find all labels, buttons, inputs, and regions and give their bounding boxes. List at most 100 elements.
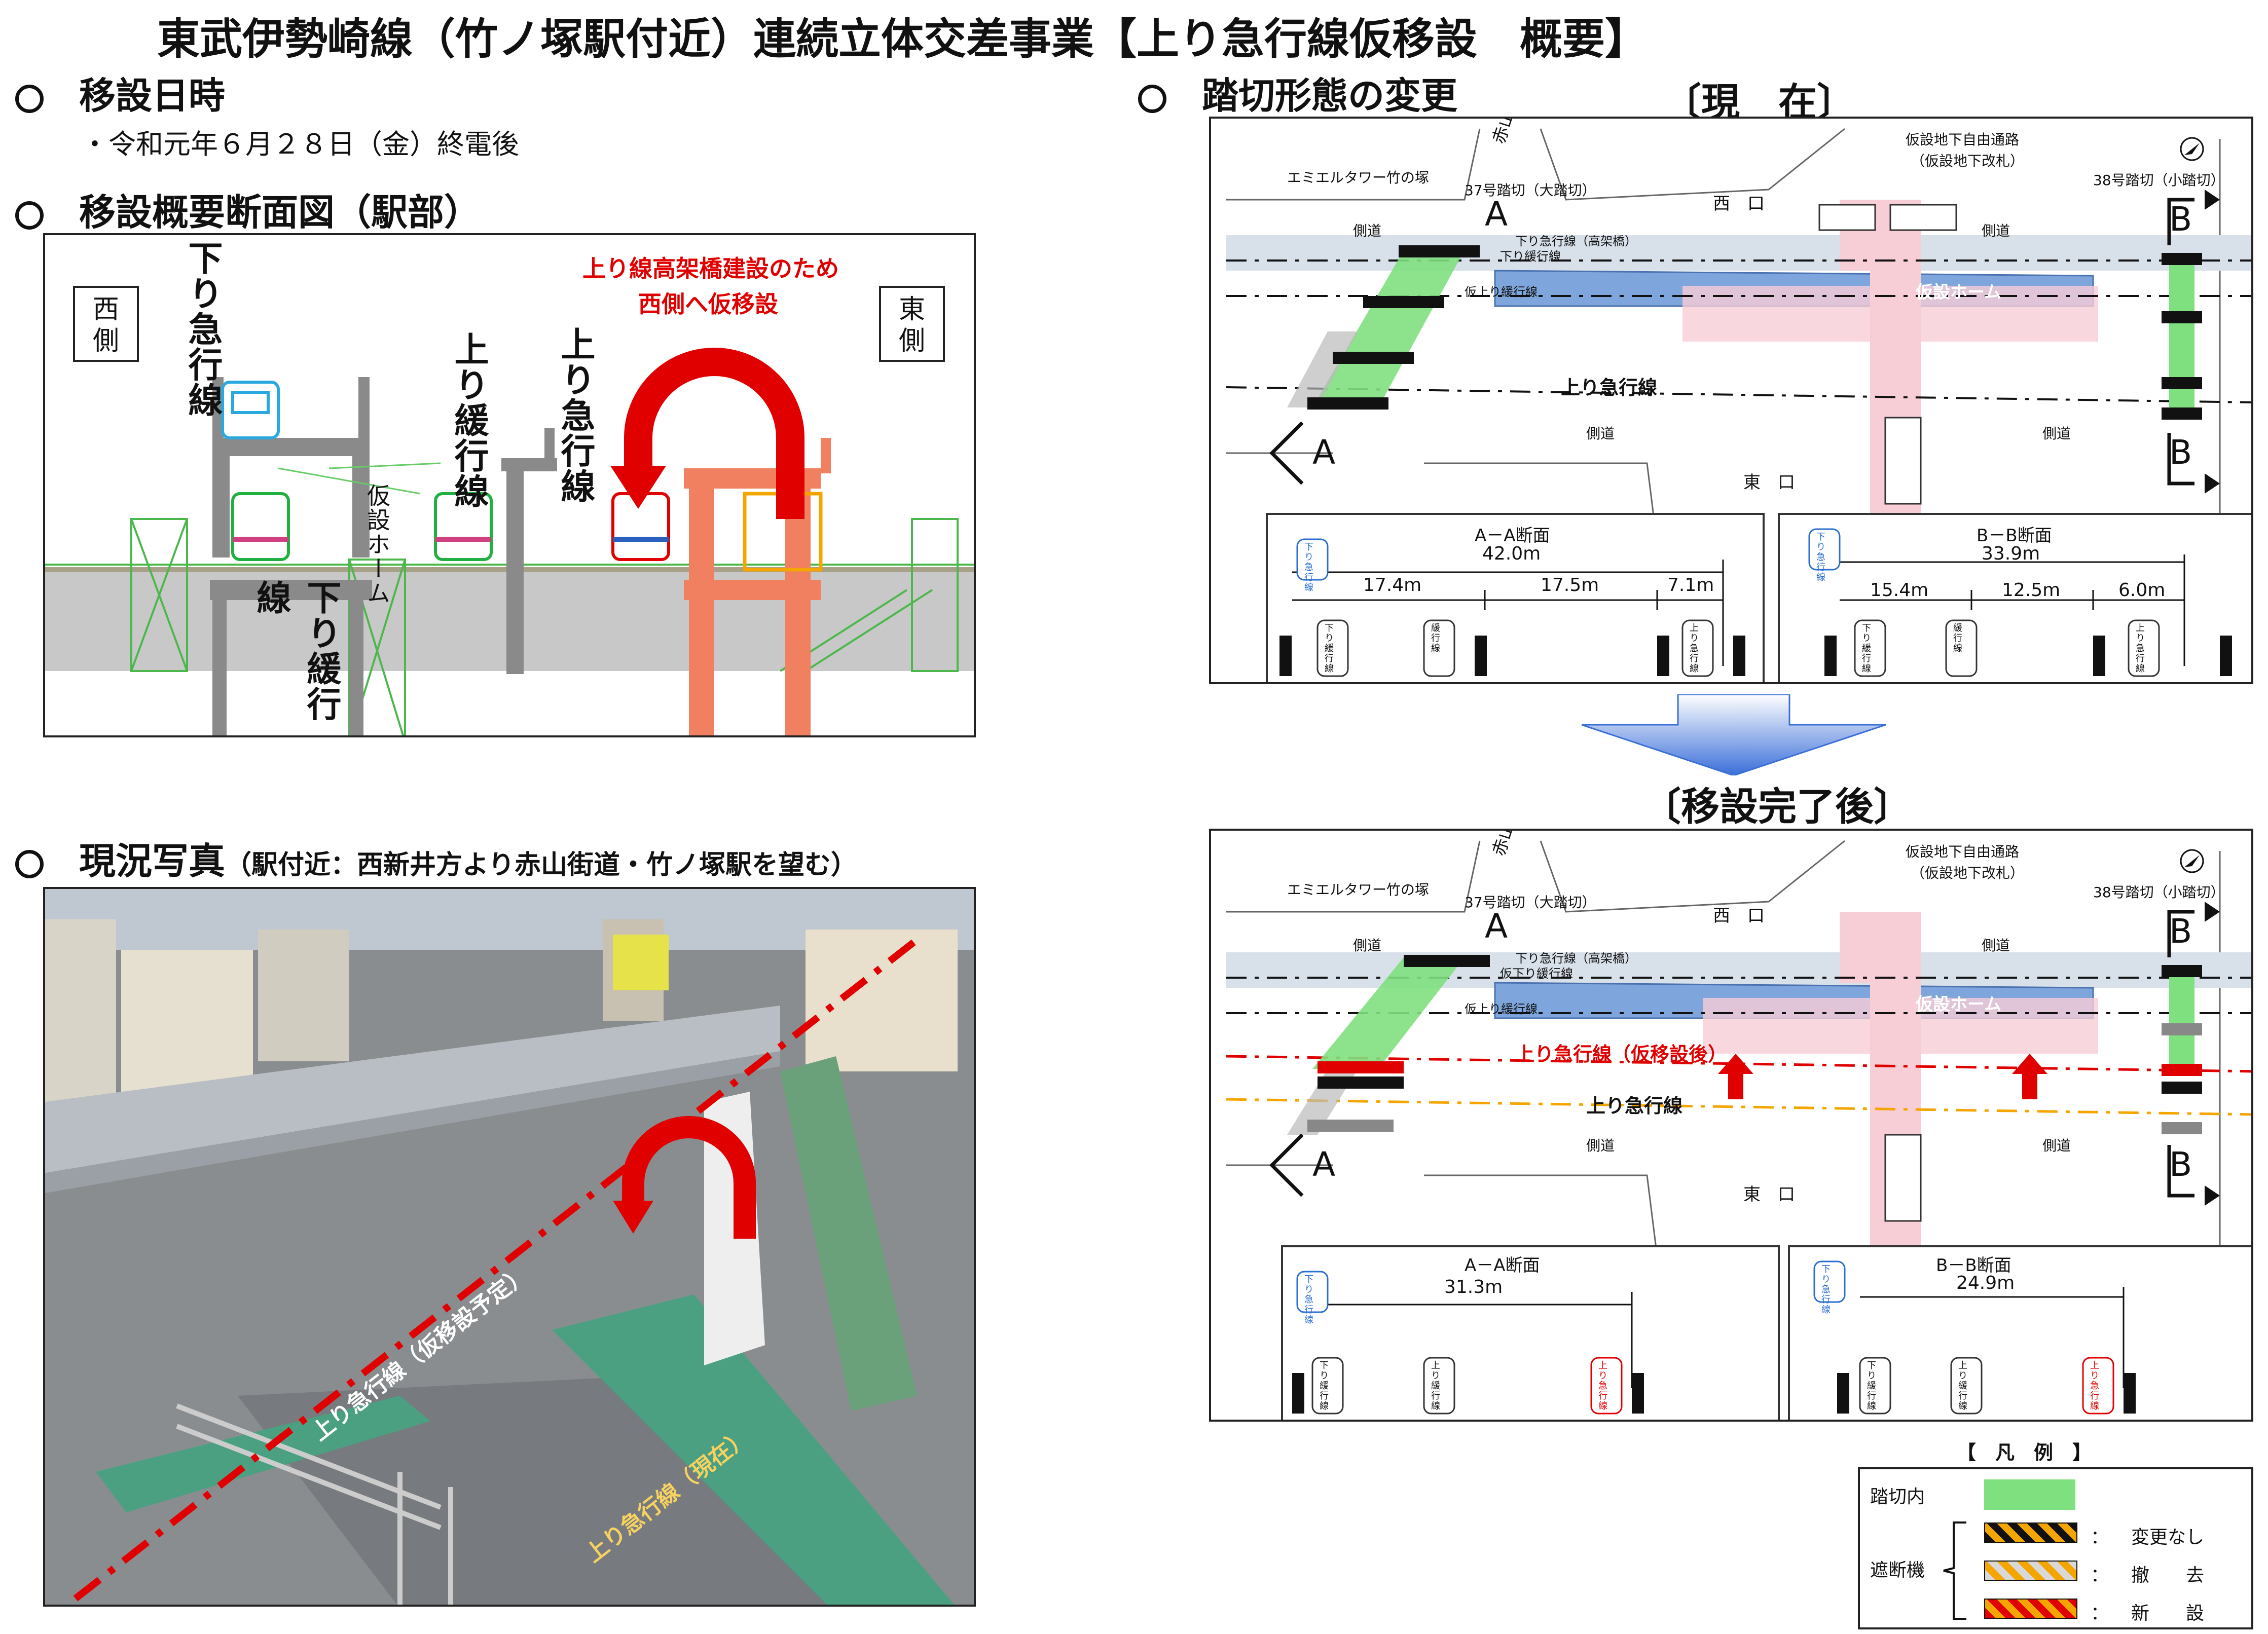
site-photo-svg xyxy=(45,889,974,1605)
crossing37-label: 37号踏切（大踏切） xyxy=(1465,894,1596,911)
bb-train-kudari-kyuko: 下り急行線 xyxy=(1815,532,1825,582)
sidewalk-label-1: 側道 xyxy=(1353,222,1382,239)
legend-title: 【 凡 例 】 xyxy=(1957,1441,2092,1464)
section-mark-a-bottom: A xyxy=(1312,1145,1336,1184)
cross-section-svg xyxy=(45,348,974,735)
east-exit-label: 東 口 xyxy=(1743,1184,1795,1205)
gate-label: （仮設地下改札） xyxy=(1911,153,2025,169)
transition-arrow-icon xyxy=(1582,694,1886,775)
section-photo-title: 現況写真 xyxy=(79,839,226,882)
sidewalk-label-1: 側道 xyxy=(1353,937,1382,954)
legend-nochange-swatch xyxy=(1984,1522,2077,1543)
bb-section-title: B－B断面 xyxy=(1936,1255,2011,1276)
legend-colon-2: ： xyxy=(2091,1565,2109,1586)
plan-now-svg xyxy=(1226,128,2251,682)
legend-bracket-icon xyxy=(1943,1521,1966,1620)
kudari-kanko-label: 下り緩行線 xyxy=(1500,249,1561,264)
aa-train-nobori-kanko: 上り緩行線 xyxy=(1430,1360,1440,1411)
aa-total-dim: 42.0m xyxy=(1482,543,1541,564)
nobori-kyuko-label: 上り急行線 xyxy=(1586,1095,1683,1117)
legend-new-label: 新 設 xyxy=(2131,1603,2205,1624)
aa-train-nobori-kyuko: 上り急行線 xyxy=(1688,623,1699,674)
bb-train-kudari-kanko: 下り緩行線 xyxy=(1860,623,1871,674)
west-exit-label: 西 口 xyxy=(1713,194,1765,214)
aa-train-kudari-kanko: 下り緩行線 xyxy=(1323,623,1334,674)
legend-new-swatch xyxy=(1984,1599,2077,1619)
legend-inside-label: 踏切内 xyxy=(1870,1487,1925,1507)
bb-train-kudari-kyuko: 下り急行線 xyxy=(1820,1264,1831,1315)
tower-label: エミエルタワー竹の塚 xyxy=(1287,881,1430,898)
east-side-box: 東側 xyxy=(879,286,945,362)
legend: 踏切内 遮断機 ： 変更なし ： 撤 去 ： 新 設 xyxy=(1858,1467,2253,1629)
bb-dim-3: 6.0m xyxy=(2118,580,2166,601)
section-mark-b-top: B xyxy=(2169,200,2192,239)
circle-bullet-icon xyxy=(15,85,44,113)
label-temp-home: 仮設ホーム xyxy=(363,484,391,605)
section-mark-b-bottom: B xyxy=(2169,1145,2192,1184)
kari-nobori-label: 仮上り緩行線 xyxy=(1465,1002,1538,1016)
kudari-kyuko-label: 下り急行線（高架橋） xyxy=(1515,951,1637,965)
bb-train-kudari-kanko: 下り緩行線 xyxy=(1865,1360,1876,1411)
section-date-heading: 移設日時 xyxy=(15,66,225,119)
aa-total-dim: 31.3m xyxy=(1444,1277,1503,1297)
move-reason-line1: 上り線高架橋建設のため xyxy=(582,255,839,282)
temp-home-label: 仮設ホーム xyxy=(1916,994,2001,1015)
plan-after: エミエルタワー竹の塚 赤山街道 37号踏切（大踏切） 38号踏切（小踏切） 仮設… xyxy=(1209,829,2253,1422)
east-exit-label: 東 口 xyxy=(1743,472,1795,493)
section-mark-b-top: B xyxy=(2169,912,2192,951)
section-mark-a-bottom: A xyxy=(1312,433,1336,472)
legend-colon-3: ： xyxy=(2091,1603,2109,1624)
legend-remove-label: 撤 去 xyxy=(2131,1565,2205,1586)
section-photo-subtitle: （駅付近：西新井方より赤山街道・竹ノ塚駅を望む） xyxy=(225,849,857,880)
move-date: ・令和元年６月２８日（金）終電後 xyxy=(81,128,519,160)
legend-barrier-label: 遮断機 xyxy=(1870,1560,1925,1581)
sidewalk-label-2: 側道 xyxy=(1982,222,2010,239)
tunnel-label: 仮設地下自由通路 xyxy=(1906,843,2020,860)
sidewalk-label-3: 側道 xyxy=(1586,425,1615,442)
bb-train-nobori-kyuko: 上り急行線 xyxy=(2089,1360,2099,1411)
kudari-kanko-label: 仮下り緩行線 xyxy=(1500,967,1573,981)
aa-section-title: A－A断面 xyxy=(1465,1255,1540,1276)
sidewalk-label-4: 側道 xyxy=(2042,1137,2071,1154)
crossing38-label: 38号踏切（小踏切） xyxy=(2093,884,2225,901)
section-cross-title: 移設概要断面図（駅部） xyxy=(79,191,481,234)
section-date-title: 移設日時 xyxy=(79,74,226,117)
tower-label: エミエルタワー竹の塚 xyxy=(1287,169,1430,186)
label-kudari-kyuko: 下り急行線 xyxy=(182,240,222,418)
sidewalk-label-3: 側道 xyxy=(1586,1137,1615,1154)
page-title: 東武伊勢崎線（竹ノ塚駅付近）連続立体交差事業【上り急行線仮移設 概要】 xyxy=(157,14,1648,64)
section-mark-a-top: A xyxy=(1485,195,1508,234)
label-kudari-kanko: 下り緩行線 xyxy=(250,580,341,722)
bb-dim-2: 12.5m xyxy=(2002,580,2061,601)
west-exit-label: 西 口 xyxy=(1713,906,1765,926)
plan-after-header: 〔移設完了後〕 xyxy=(1642,784,1912,829)
bb-train-nobori-kanko: 上り緩行線 xyxy=(1957,1360,1967,1411)
move-reason-line2: 西側へ仮移設 xyxy=(638,290,778,318)
label-nobori-kyuko: 上り急行線 xyxy=(555,326,595,504)
aa-dim-2: 17.5m xyxy=(1541,575,1599,596)
bb-dim-1: 15.4m xyxy=(1870,580,1929,601)
aa-section-title: A－A断面 xyxy=(1475,526,1550,546)
gate-label: （仮設地下改札） xyxy=(1911,865,2025,881)
plan-now: エミエルタワー竹の塚 赤山街道 37号踏切（大踏切） 38号踏切（小踏切） 仮設… xyxy=(1209,117,2253,684)
legend-remove-swatch xyxy=(1984,1561,2077,1581)
cross-section-diagram: 西側 東側 上り線高架橋建設のため 西側へ仮移設 下り急行線 上り緩行線 上り急… xyxy=(43,233,976,737)
bb-train-nobori-kanko: 緩行線 xyxy=(1952,623,1962,653)
legend-inside-swatch xyxy=(1984,1479,2075,1510)
aa-train-kudari-kyuko: 下り急行線 xyxy=(1303,542,1313,592)
aa-train-kudari-kyuko: 下り急行線 xyxy=(1303,1274,1313,1325)
legend-colon-1: ： xyxy=(2091,1527,2109,1548)
kudari-kyuko-label: 下り急行線（高架橋） xyxy=(1515,234,1637,248)
aa-train-nobori-kanko: 緩行線 xyxy=(1430,623,1440,653)
tunnel-label: 仮設地下自由通路 xyxy=(1906,131,2020,148)
plan-after-svg xyxy=(1226,840,2251,1420)
nobori-after-label: 上り急行線（仮移設後） xyxy=(1515,1043,1728,1065)
kari-nobori-label: 仮上り緩行線 xyxy=(1465,285,1538,299)
circle-bullet-icon xyxy=(1138,85,1166,113)
site-photo: 上り急行線（仮移設予定） 上り急行線（現在） xyxy=(43,887,976,1607)
sidewalk-label-2: 側道 xyxy=(1982,937,2010,954)
legend-nochange-label: 変更なし xyxy=(2131,1527,2205,1548)
bb-total-dim: 33.9m xyxy=(1982,543,2040,564)
west-side-box: 西側 xyxy=(73,286,139,362)
east-side-label: 東側 xyxy=(898,294,925,356)
